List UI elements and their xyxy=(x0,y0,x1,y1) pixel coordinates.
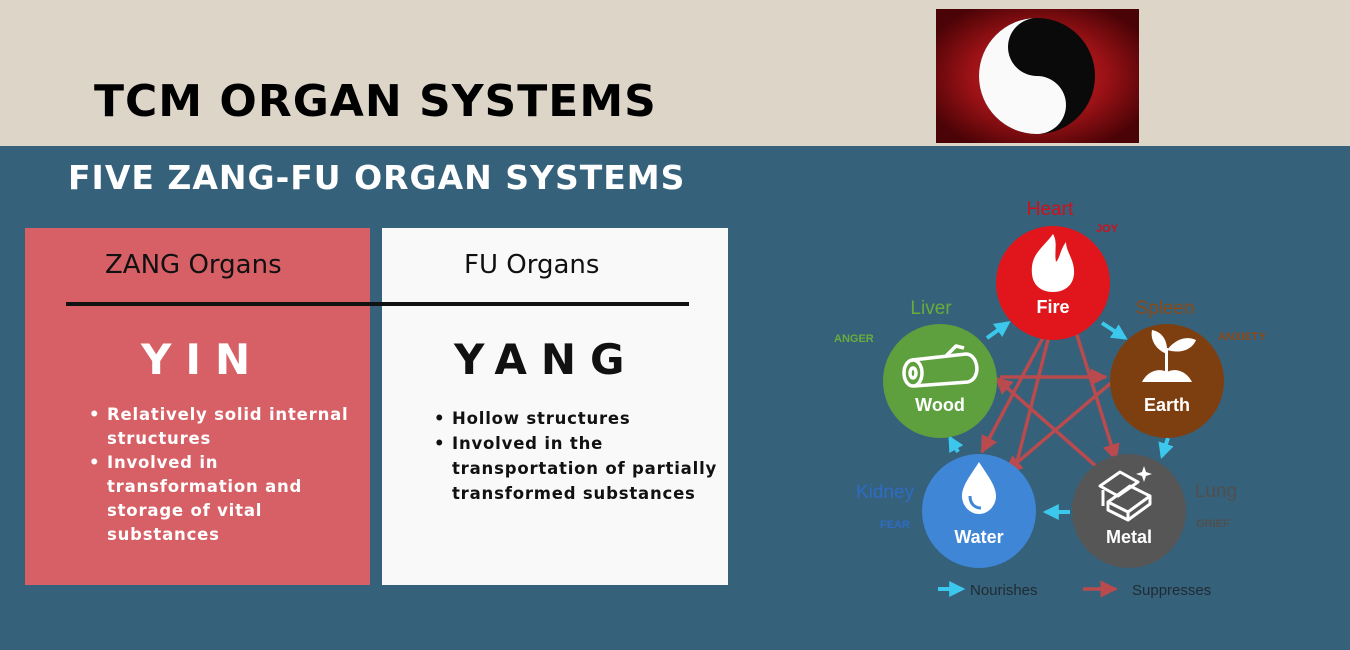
list-item: Involved in the transportation of partia… xyxy=(432,431,722,506)
fu-panel: FU Organs YANG Hollow structures Involve… xyxy=(382,228,728,585)
wood-node: Wood Liver ANGER xyxy=(834,298,997,438)
suppresses-label: Suppresses xyxy=(1132,582,1211,599)
section-title: FIVE ZANG-FU ORGAN SYSTEMS xyxy=(68,158,686,197)
wood-label: Wood xyxy=(915,395,965,415)
nourish-arrow xyxy=(1158,437,1174,460)
sparkle-icon xyxy=(1136,466,1152,482)
nourish-arrow xyxy=(948,435,964,454)
list-item: Relatively solid internal structures xyxy=(87,403,357,451)
earth-label: Earth xyxy=(1144,395,1190,415)
nourishes-label: Nourishes xyxy=(970,582,1038,599)
gold-bars-icon xyxy=(1098,470,1152,522)
wood-circle xyxy=(883,324,997,438)
flame-icon xyxy=(1031,234,1075,292)
fu-bullet-list: Hollow structures Involved in the transp… xyxy=(432,406,722,506)
suppression-star xyxy=(980,314,1120,477)
nourish-cycle xyxy=(948,321,1174,520)
sprout-icon xyxy=(1142,330,1196,382)
zang-heading: ZANG Organs xyxy=(105,250,282,280)
list-item: Involved in transformation and storage o… xyxy=(87,451,357,547)
yin-label: YIN xyxy=(141,335,265,384)
zang-bullet-list: Relatively solid internal structures Inv… xyxy=(87,403,357,547)
yin-yang-icon xyxy=(979,18,1095,134)
divider xyxy=(66,302,689,306)
spleen-label: Spleen xyxy=(1135,298,1194,319)
yin-yang-image xyxy=(936,9,1139,143)
suppress-arrow xyxy=(1004,380,1114,474)
water-node: Water Kidney FEAR xyxy=(856,454,1036,568)
metal-node: Metal Lung GRIEF xyxy=(1072,454,1237,568)
suppress-arrow xyxy=(1069,315,1120,462)
zang-panel: ZANG Organs YIN Relatively solid interna… xyxy=(25,228,370,585)
kidney-label: Kidney xyxy=(856,482,915,503)
earth-node: Earth Spleen ANXIETY xyxy=(1110,298,1266,438)
five-elements-diagram: Fire Heart JOY Earth Spleen ANXIETY Meta… xyxy=(834,199,1266,599)
anger-label: ANGER xyxy=(834,333,874,345)
liver-label: Liver xyxy=(910,298,952,319)
grief-label: GRIEF xyxy=(1196,518,1230,530)
fear-label: FEAR xyxy=(880,519,910,531)
metal-label: Metal xyxy=(1106,527,1152,547)
nourish-arrow xyxy=(1100,321,1128,340)
lung-label: Lung xyxy=(1195,481,1237,502)
suppress-arrow xyxy=(994,376,1108,477)
nourish-arrow xyxy=(985,321,1011,340)
suppress-arrow xyxy=(1015,314,1059,463)
log-icon xyxy=(902,344,979,388)
fire-node: Fire Heart JOY xyxy=(996,199,1119,340)
fu-heading: FU Organs xyxy=(464,250,600,280)
fire-label: Fire xyxy=(1036,297,1069,317)
joy-label: JOY xyxy=(1096,223,1119,235)
legend: Nourishes Suppresses xyxy=(938,580,1211,599)
anxiety-label: ANXIETY xyxy=(1218,331,1266,343)
list-item: Hollow structures xyxy=(432,406,722,431)
water-label: Water xyxy=(954,527,1003,547)
page-title: TCM ORGAN SYSTEMS xyxy=(94,76,657,127)
heart-label: Heart xyxy=(1027,199,1074,220)
yang-label: YANG xyxy=(454,335,639,384)
